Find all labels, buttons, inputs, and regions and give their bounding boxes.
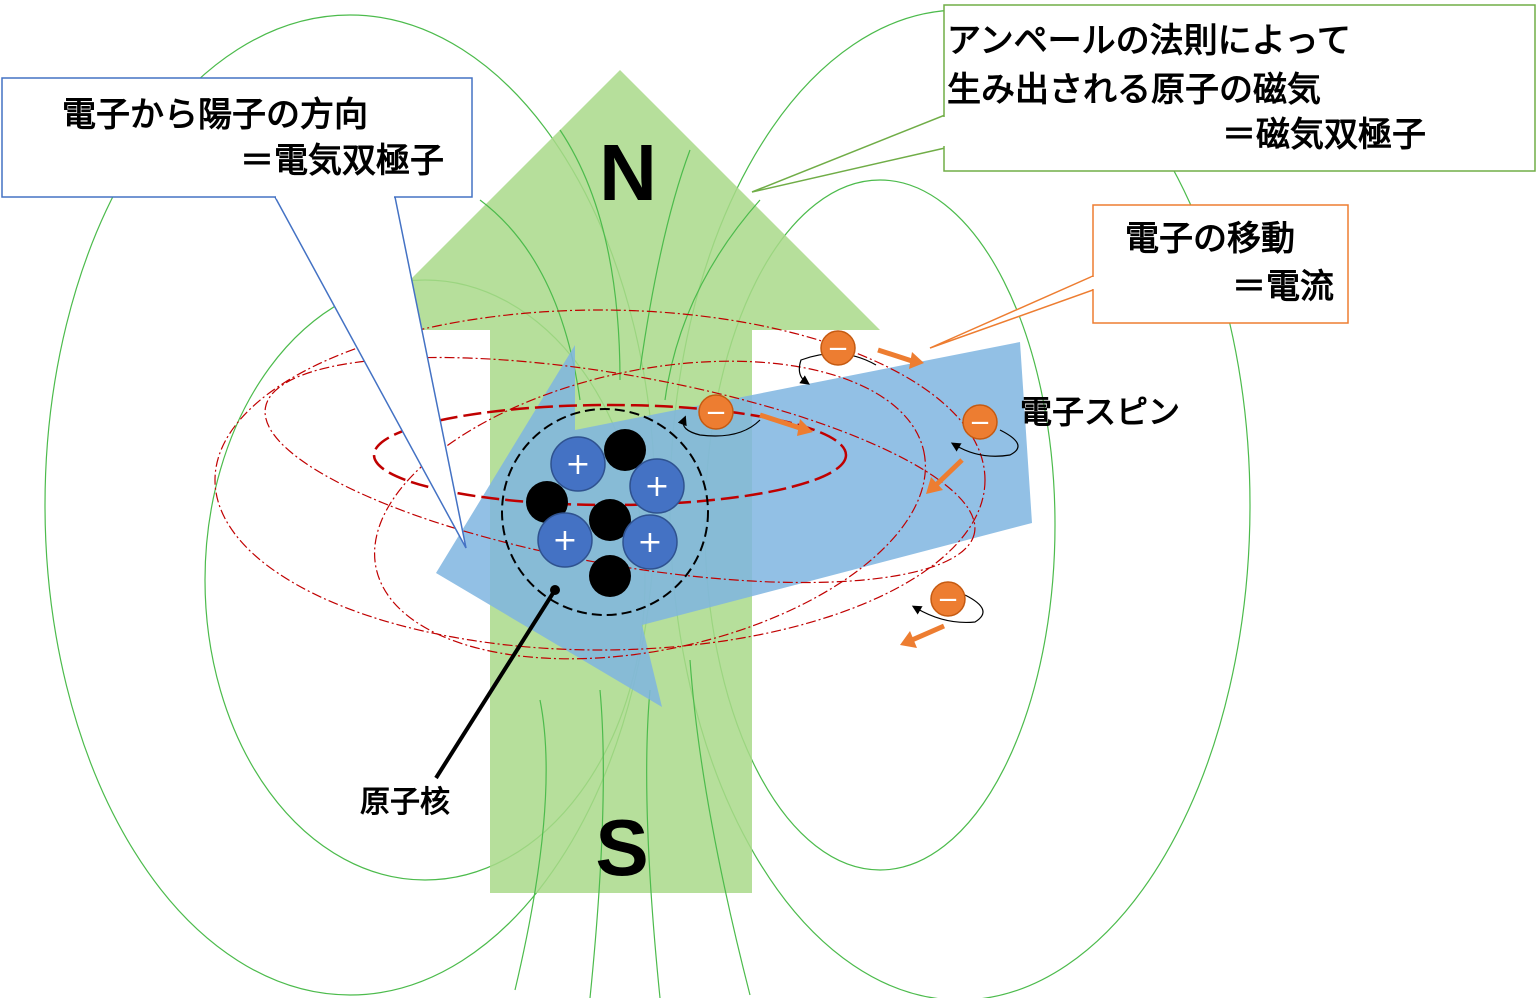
callout-current-line2: ＝電流 (1232, 267, 1334, 307)
electron: − (926, 404, 1019, 494)
orbit (264, 356, 976, 584)
neutron (589, 555, 631, 597)
callout-electric-line2: ＝電気双極子 (240, 141, 444, 181)
electron-sign: − (937, 585, 959, 615)
electron: − (900, 581, 984, 648)
proton: + (550, 436, 606, 492)
callout-box (943, 4, 1536, 172)
electron-sign: − (969, 408, 991, 438)
electric-dipole-arrow (436, 342, 1032, 707)
neutron (526, 481, 568, 523)
neutron (604, 429, 646, 471)
electron-sign: − (705, 398, 727, 428)
nucleus: + + + + (501, 408, 709, 616)
electron-sign: − (827, 334, 849, 364)
callout-ampere-line3: ＝磁気双極子 (1222, 115, 1426, 155)
nucleus-boundary (501, 408, 709, 616)
electron-orbits (214, 309, 986, 660)
orbit (214, 309, 986, 651)
callout-ampere: アンペールの法則によって 生み出される原子の磁気 ＝磁気双極子 (751, 4, 1536, 193)
electron: − (798, 330, 924, 385)
inner-field-lines (479, 129, 761, 998)
proton: + (622, 514, 678, 570)
proton-sign: + (552, 523, 577, 558)
electron: − (677, 394, 813, 437)
south-pole-label: S (595, 803, 648, 892)
electron-spin-label: 電子スピン (1020, 393, 1180, 431)
proton: + (629, 458, 685, 514)
callout-electric-dipole: 電子から陽子の方向 ＝電気双極子 (1, 77, 473, 549)
callout-tail (751, 113, 946, 193)
orbit (373, 360, 927, 660)
callout-box (1092, 204, 1349, 324)
proton-sign: + (637, 525, 662, 560)
nucleus-pointer (434, 585, 560, 780)
proton-sign: + (565, 447, 590, 482)
north-pole-label: N (599, 128, 657, 217)
callout-tail (273, 196, 467, 549)
callout-current: 電子の移動 ＝電流 (929, 204, 1349, 349)
callout-tail (929, 274, 1094, 349)
callout-current-line1: 電子の移動 (1125, 219, 1295, 259)
proton: + (537, 512, 593, 568)
callout-ampere-line1: アンペールの法則によって (947, 21, 1351, 61)
callout-ampere-line2: 生み出される原子の磁気 (947, 70, 1321, 110)
neutron (589, 499, 631, 541)
nucleus-label: 原子核 (360, 785, 450, 820)
callout-box (1, 77, 473, 198)
electrons: − − − − (677, 330, 1019, 648)
proton-sign: + (644, 469, 669, 504)
callout-electric-line1: 電子から陽子の方向 (62, 95, 368, 135)
